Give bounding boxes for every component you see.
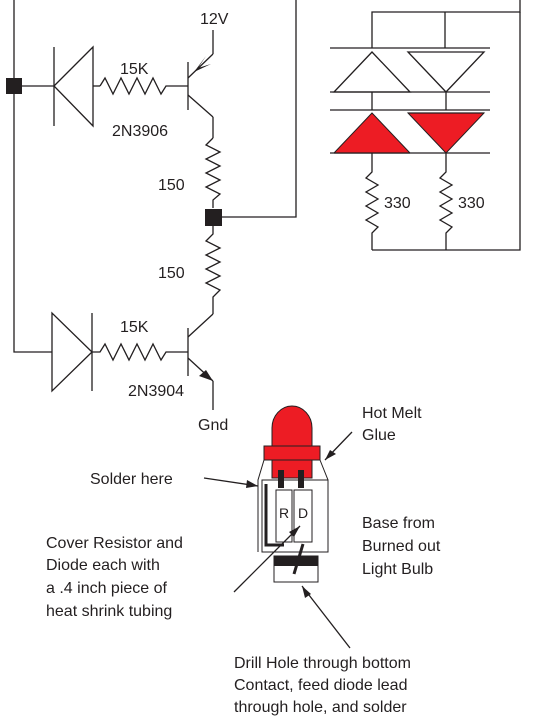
drill-arrow xyxy=(301,585,351,649)
note-hot-melt-line-2: Glue xyxy=(362,427,396,444)
label-r-mid-upper: 150 xyxy=(158,177,185,194)
note-base-line-2: Burned out xyxy=(362,538,441,555)
diode-sleeve xyxy=(293,489,313,543)
diode-up-outline xyxy=(332,51,412,93)
led-lead-right xyxy=(298,470,304,488)
note-base-line-1: Base from xyxy=(362,515,435,532)
label-r-led-right: 330 xyxy=(458,195,485,212)
top-diode xyxy=(53,45,94,128)
pnp-emitter xyxy=(187,53,214,79)
note-drill-line-2: Contact, feed diode lead xyxy=(234,677,407,694)
right-box-bottom-wire xyxy=(372,12,521,251)
label-r-bottom-base: 15K xyxy=(120,319,149,336)
note-hot-melt-line-1: Hot Melt xyxy=(362,405,422,422)
note-drill-line-1: Drill Hole through bottom xyxy=(234,655,411,672)
bottom-15k-resistor xyxy=(92,342,188,362)
note-cover-line-3: a .4 inch piece of xyxy=(46,580,168,597)
right-330-resistor xyxy=(438,153,454,250)
label-r-led-left: 330 xyxy=(384,195,411,212)
label-12v: 12V xyxy=(200,11,229,28)
mid-output-wire xyxy=(222,0,297,218)
diode-lead-through-hole xyxy=(292,543,305,575)
label-bulb-r: R xyxy=(279,505,289,521)
bottom-contact-solder xyxy=(274,556,318,566)
left-rail-wire xyxy=(13,0,52,353)
led-bulb-flange xyxy=(263,445,321,461)
led-bulb-dome xyxy=(271,405,313,479)
note-cover-line-1: Cover Resistor and xyxy=(46,535,183,552)
red-led-up xyxy=(332,112,412,154)
pnp-emitter-arrow xyxy=(194,56,211,72)
label-bulb-d: D xyxy=(298,505,308,521)
red-led-down xyxy=(406,112,486,154)
npn-emitter-arrow xyxy=(199,370,213,381)
note-drill-line-3: through hole, and solder xyxy=(234,699,407,716)
lower-150-resistor xyxy=(204,226,222,308)
upper-150-resistor xyxy=(204,137,222,208)
label-r-mid-lower: 150 xyxy=(158,265,185,282)
led-lead-left xyxy=(278,470,284,488)
label-gnd: Gnd xyxy=(198,417,228,434)
pnp-collector xyxy=(187,94,214,118)
note-base-line-3: Light Bulb xyxy=(362,561,433,578)
mid-junction-dot xyxy=(205,209,222,226)
bottom-diode xyxy=(51,311,93,393)
cover-arrow xyxy=(233,525,301,593)
left-330-resistor xyxy=(364,153,380,250)
note-solder-here: Solder here xyxy=(90,471,173,488)
label-q-pnp: 2N3906 xyxy=(112,123,168,140)
glue-outline-left xyxy=(257,459,265,552)
left-junction-dot xyxy=(6,78,22,94)
right-box-top-wire xyxy=(371,0,521,48)
cover-arrowhead xyxy=(289,526,300,537)
top-15k-resistor xyxy=(99,76,188,96)
label-q-npn: 2N3904 xyxy=(128,383,184,400)
solder-here-arrowhead xyxy=(246,480,258,488)
note-cover-line-4: heat shrink tubing xyxy=(46,603,172,620)
label-r-top-base: 15K xyxy=(120,61,149,78)
note-cover-line-2: Diode each with xyxy=(46,557,160,574)
diode-down-outline xyxy=(406,51,486,93)
solder-wire xyxy=(264,484,284,547)
npn-collector xyxy=(187,313,214,338)
hot-melt-arrowhead xyxy=(325,450,336,460)
drill-arrowhead xyxy=(302,586,311,598)
